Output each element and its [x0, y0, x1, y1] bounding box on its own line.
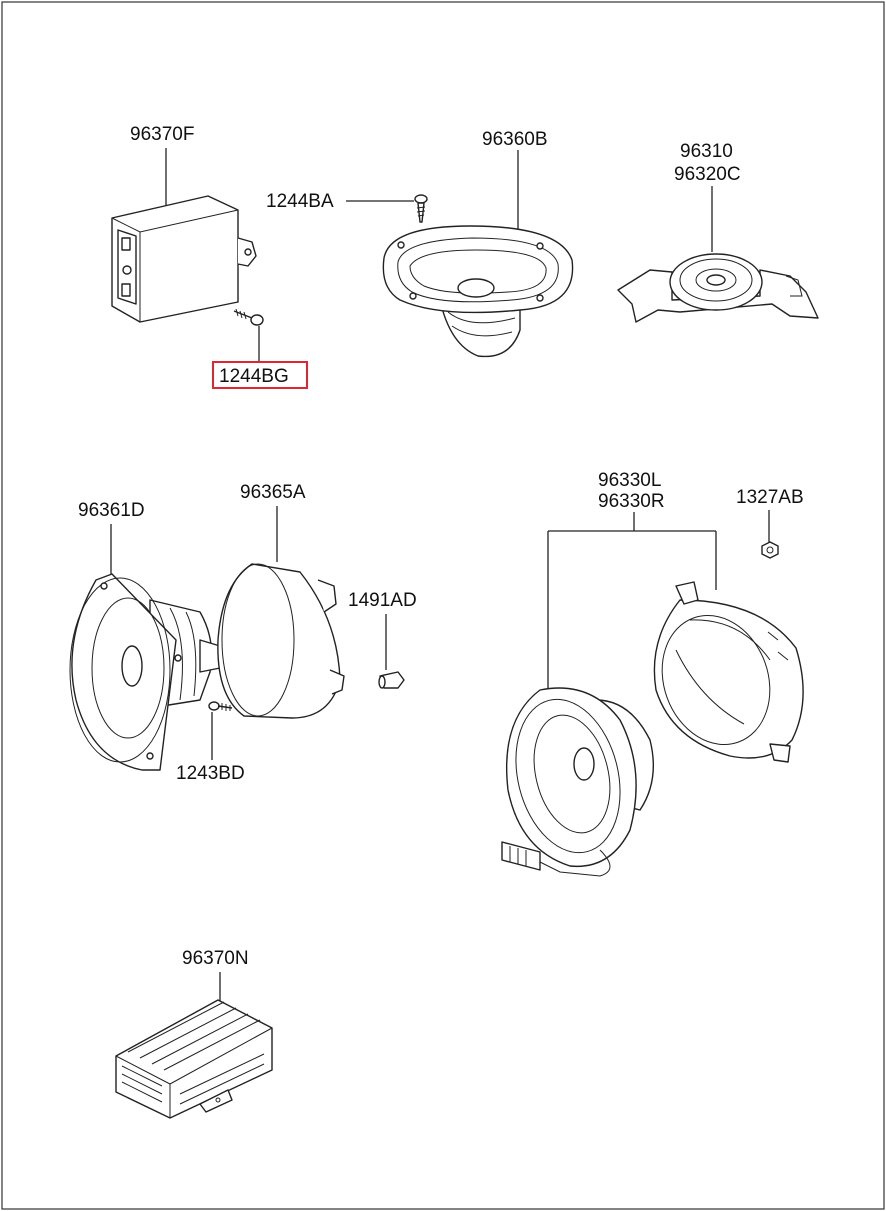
amplifier-96370N[interactable]: [115, 999, 273, 1119]
ring-96365A[interactable]: [217, 563, 345, 719]
screw-1244BG[interactable]: [233, 308, 264, 326]
label-96330R[interactable]: 96330R: [598, 491, 665, 512]
label-96310[interactable]: 96310: [680, 141, 733, 162]
label-1491AD[interactable]: 1491AD: [348, 590, 417, 611]
tweeter-96310[interactable]: [617, 253, 819, 323]
screw-1244BA[interactable]: [414, 194, 428, 223]
label-1244BA[interactable]: 1244BA: [266, 191, 334, 212]
label-96361D[interactable]: 96361D: [78, 500, 145, 521]
speaker-96361D[interactable]: [69, 573, 221, 771]
label-96365A[interactable]: 96365A: [240, 482, 306, 503]
clip-1491AD[interactable]: [378, 671, 405, 689]
speaker-96360B[interactable]: [382, 225, 574, 358]
speaker-96330[interactable]: [501, 687, 655, 877]
screw-1243BD[interactable]: [208, 701, 233, 711]
label-96370F[interactable]: 96370F: [130, 124, 194, 145]
label-1244BG[interactable]: 1244BG: [219, 366, 289, 387]
label-96360B[interactable]: 96360B: [482, 129, 548, 150]
nut-1327AB[interactable]: [761, 541, 779, 559]
label-96330L[interactable]: 96330L: [598, 470, 661, 491]
label-1327AB[interactable]: 1327AB: [736, 487, 804, 508]
label-96320C[interactable]: 96320C: [674, 164, 741, 185]
label-1243BD[interactable]: 1243BD: [176, 763, 245, 784]
highlight-box-1244BG: [212, 361, 308, 389]
bracket-96330[interactable]: [645, 581, 804, 763]
leader-96330: [547, 512, 717, 690]
control-unit-96370F[interactable]: [111, 195, 257, 323]
label-96370N[interactable]: 96370N: [182, 948, 249, 969]
